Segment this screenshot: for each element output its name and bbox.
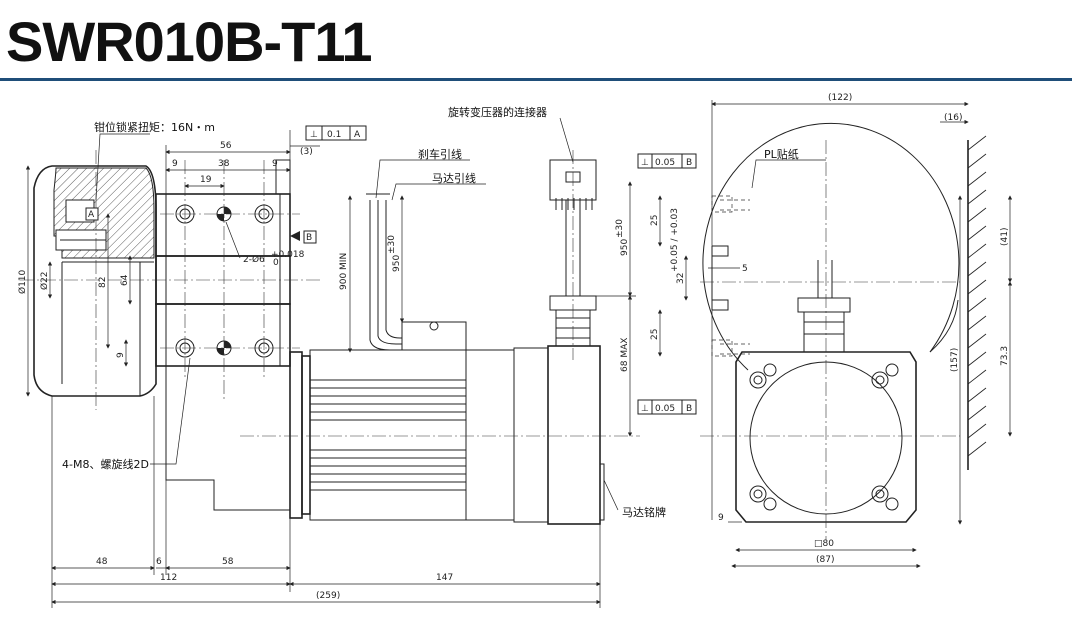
svg-text:+0.018: +0.018	[271, 250, 305, 260]
svg-text:6: 6	[156, 557, 162, 567]
flange-screws	[749, 363, 899, 511]
svg-text:0.05: 0.05	[655, 158, 675, 168]
brake-lead-label: 刹车引线	[418, 147, 462, 161]
callout-labels: 钳位锁紧扭矩：16N・m 旋转变压器的连接器 刹车引线 马达引线 PL贴纸 4-…	[62, 105, 799, 519]
svg-text:73.3: 73.3	[1000, 346, 1010, 366]
svg-text:⊥: ⊥	[641, 158, 649, 168]
svg-text:950: 950	[620, 239, 630, 256]
svg-text:(87): (87)	[816, 555, 834, 565]
page-title: SWR010B-T11	[6, 10, 373, 73]
tolerance-frame-a: ⊥ 0.1 A	[305, 125, 367, 141]
svg-text:(3): (3)	[300, 147, 313, 157]
svg-text:±30: ±30	[387, 235, 397, 254]
thread-label: 4-M8、螺旋线2D	[62, 457, 149, 471]
datum-a-label: A	[88, 210, 95, 220]
svg-text:0.05: 0.05	[655, 404, 675, 414]
nameplate-label: 马达铭牌	[622, 505, 666, 519]
svg-text:147: 147	[436, 573, 453, 583]
svg-text:B: B	[686, 404, 692, 414]
svg-text:⊥: ⊥	[310, 130, 318, 140]
svg-text:(16): (16)	[944, 113, 962, 123]
motor-lead-label: 马达引线	[432, 171, 476, 185]
svg-text:Ø22: Ø22	[39, 271, 50, 290]
svg-text:32: 32	[676, 273, 686, 284]
svg-text:900 MIN: 900 MIN	[339, 253, 349, 290]
svg-text:□80: □80	[814, 539, 834, 549]
torque-label: 钳位锁紧扭矩：16N・m	[94, 120, 215, 134]
svg-text:5: 5	[742, 264, 748, 274]
svg-text:(122): (122)	[828, 93, 852, 103]
svg-text:38: 38	[218, 159, 230, 169]
svg-text:9: 9	[116, 352, 126, 358]
svg-text:(259): (259)	[316, 591, 340, 601]
svg-text:112: 112	[160, 573, 177, 583]
svg-text:B: B	[686, 158, 692, 168]
svg-text:9: 9	[172, 159, 178, 169]
svg-text:19: 19	[200, 175, 212, 185]
svg-text:9: 9	[272, 159, 278, 169]
svg-text:0: 0	[273, 258, 279, 268]
left-side-view: A B	[20, 150, 320, 511]
svg-text:56: 56	[220, 141, 232, 151]
datum-b-label: B	[306, 233, 312, 243]
motor-side-view	[240, 150, 640, 525]
svg-text:A: A	[354, 130, 361, 140]
end-view	[700, 122, 987, 540]
tolerance-frame-b-bottom: ⊥ 0.05 B	[637, 399, 697, 415]
svg-text:0.1: 0.1	[327, 130, 341, 140]
dimension-values: 56 (3) 9 38 9 19 Ø110 Ø22 82 64 9 48 6 5…	[17, 93, 1010, 601]
pin-hole-label: 2-Ø6	[243, 254, 265, 265]
svg-text:48: 48	[96, 557, 108, 567]
svg-text:58: 58	[222, 557, 234, 567]
svg-text:64: 64	[120, 274, 130, 286]
svg-text:25: 25	[650, 215, 660, 226]
svg-text:(157): (157)	[950, 348, 960, 372]
svg-text:⊥: ⊥	[641, 404, 649, 414]
svg-text:68 MAX: 68 MAX	[620, 338, 630, 372]
svg-text:Ø110: Ø110	[17, 269, 28, 294]
dimension-lines	[25, 100, 1013, 608]
bolt-holes	[175, 204, 274, 358]
svg-text:25: 25	[650, 329, 660, 340]
tolerance-frame-b-top: ⊥ 0.05 B	[637, 153, 697, 169]
svg-text:+0.05 / +0.03: +0.05 / +0.03	[670, 208, 680, 272]
resolver-connector-label: 旋转变压器的连接器	[448, 105, 547, 119]
pl-sticker-label: PL贴纸	[764, 147, 799, 161]
title-underline	[0, 78, 1072, 81]
svg-text:82: 82	[98, 277, 108, 288]
svg-text:9: 9	[718, 513, 724, 523]
svg-text:±30: ±30	[615, 219, 625, 238]
svg-text:950: 950	[392, 255, 402, 272]
svg-text:(41): (41)	[1000, 228, 1010, 246]
